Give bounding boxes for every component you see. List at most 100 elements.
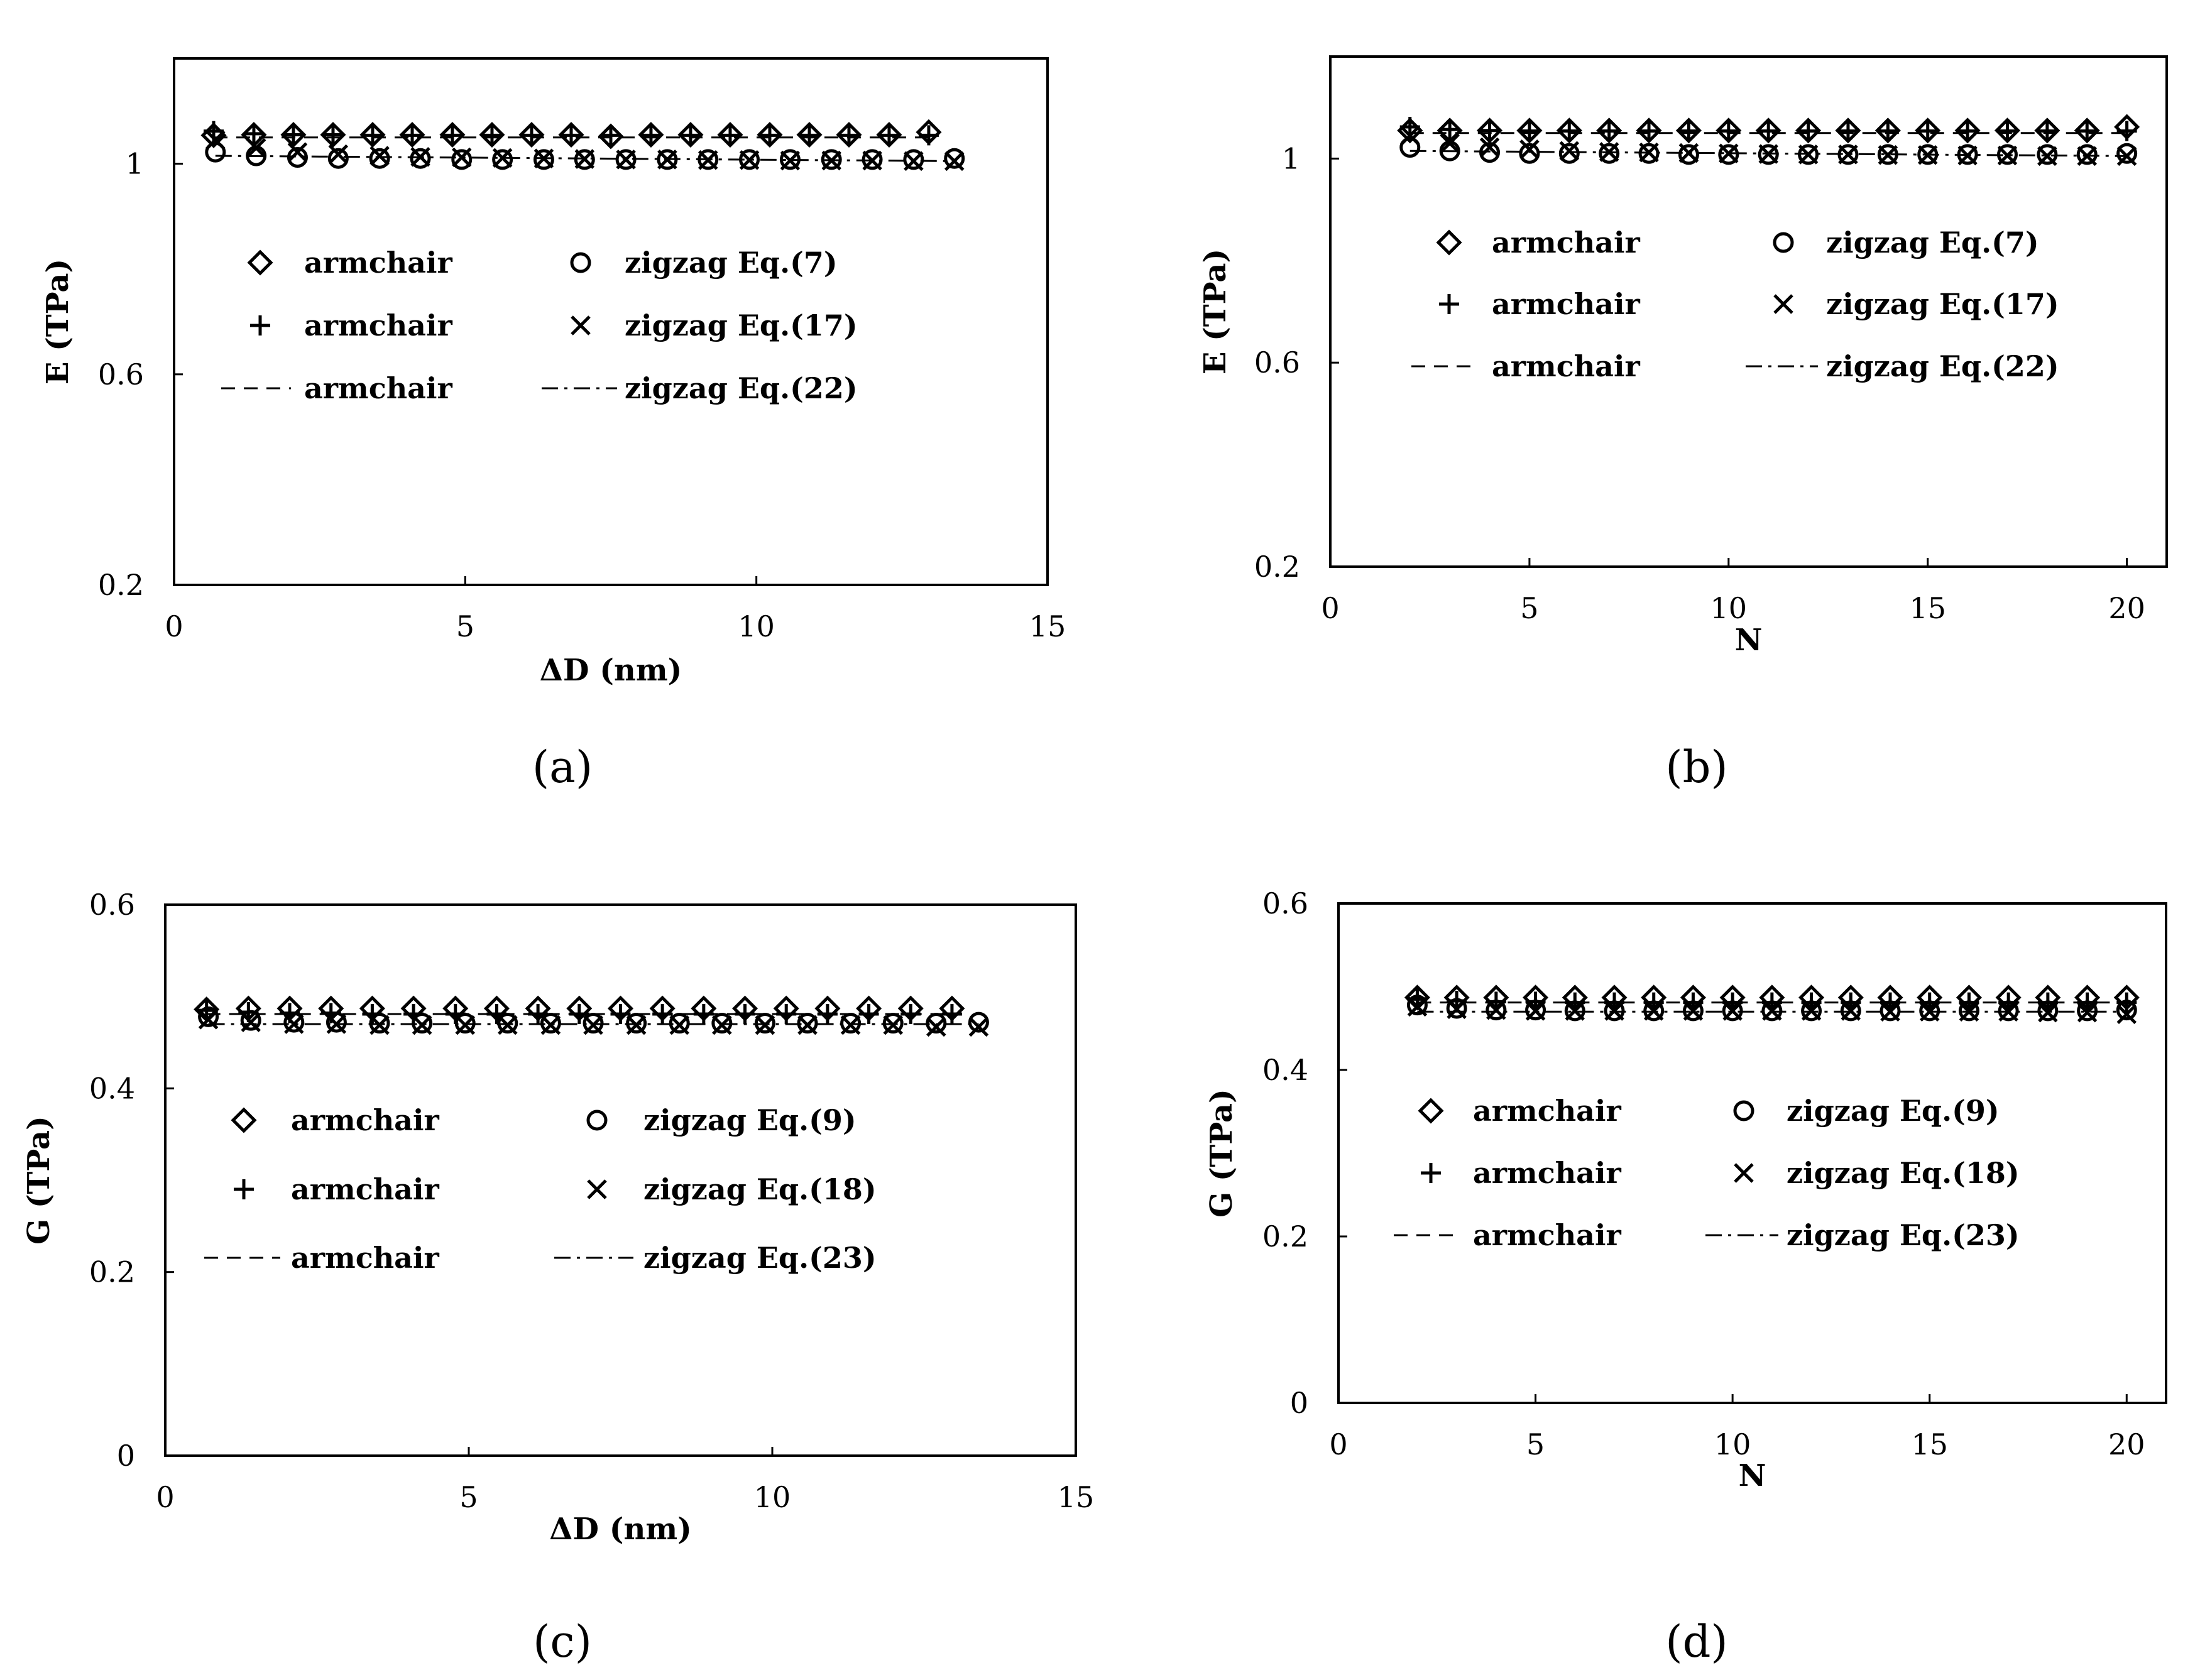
legend-marker-diamond bbox=[247, 249, 273, 276]
data-point-plus bbox=[680, 125, 701, 146]
y-axis-label: E (TPa) bbox=[40, 259, 75, 385]
data-point-plus bbox=[839, 125, 860, 146]
x-tick-label: 10 bbox=[1714, 1427, 1751, 1461]
data-point-plus bbox=[283, 124, 304, 145]
legend-label: zigzag Eq.(7) bbox=[625, 246, 838, 280]
data-point-plus bbox=[2116, 121, 2137, 141]
data-point-x bbox=[1722, 1001, 1743, 1021]
x-tick-label: 10 bbox=[1710, 591, 1748, 625]
legend-marker-plus bbox=[1421, 1163, 1441, 1183]
data-point-x bbox=[328, 144, 349, 165]
series-3 bbox=[204, 121, 939, 146]
x-tick-label: 20 bbox=[2108, 591, 2145, 625]
data-point-plus bbox=[1440, 119, 1460, 140]
data-point-circle bbox=[574, 149, 595, 170]
data-point-x bbox=[287, 142, 308, 162]
data-point-plus bbox=[362, 125, 383, 146]
data-point-x bbox=[616, 150, 636, 170]
legend-label: zigzag Eq.(18) bbox=[1787, 1156, 2020, 1190]
data-point-x bbox=[968, 1017, 989, 1037]
legend-marker-plus bbox=[250, 315, 270, 335]
data-point-circle bbox=[327, 148, 349, 169]
x-tick-label: 10 bbox=[754, 1480, 791, 1514]
y-tick-label: 0 bbox=[1290, 1386, 1308, 1420]
panel-label: (b) bbox=[1665, 741, 1727, 793]
data-point-plus bbox=[1678, 121, 1699, 141]
y-tick-label: 0.6 bbox=[89, 888, 135, 922]
data-point-plus bbox=[521, 125, 542, 146]
data-point-diamond bbox=[1516, 117, 1543, 144]
data-point-diamond bbox=[2034, 117, 2060, 144]
legend-label: zigzag Eq.(23) bbox=[1787, 1218, 2020, 1252]
data-point-plus bbox=[1837, 121, 1858, 141]
data-point-x bbox=[1678, 143, 1699, 163]
data-point-plus bbox=[1639, 121, 1660, 141]
y-tick-label: 0.6 bbox=[1262, 886, 1308, 920]
data-point-circle bbox=[2076, 144, 2098, 165]
y-axis-label: E (TPa) bbox=[1198, 249, 1233, 374]
data-point-x bbox=[205, 130, 226, 150]
plot-area-frame bbox=[173, 57, 1049, 586]
data-point-plus bbox=[1519, 121, 1540, 141]
series-4 bbox=[1399, 126, 2137, 166]
y-tick-label: 0.4 bbox=[1262, 1053, 1308, 1087]
data-point-plus bbox=[1718, 121, 1739, 141]
data-point-plus bbox=[561, 125, 581, 146]
legend-label: zigzag Eq.(23) bbox=[643, 1241, 877, 1275]
data-point-circle bbox=[410, 148, 431, 169]
plot-area-frame bbox=[1337, 902, 2167, 1404]
data-point-diamond bbox=[320, 121, 346, 148]
data-point-diamond bbox=[2074, 117, 2100, 144]
data-point-x bbox=[326, 1014, 347, 1034]
data-point-diamond bbox=[1994, 117, 2021, 144]
data-point-circle bbox=[2116, 143, 2138, 164]
data-point-x bbox=[2038, 1002, 2058, 1023]
data-point-diamond bbox=[1476, 117, 1503, 144]
data-point-plus bbox=[1917, 121, 1938, 141]
x-axis-label: N bbox=[1735, 623, 1763, 658]
data-point-plus bbox=[1758, 121, 1779, 141]
legend-label: armchair bbox=[1473, 1156, 1621, 1190]
legend-label: zigzag Eq.(7) bbox=[1826, 226, 2039, 259]
data-point-x bbox=[412, 1015, 432, 1035]
data-point-plus bbox=[1878, 121, 1898, 141]
x-axis-label: ΔD (nm) bbox=[549, 1512, 692, 1547]
legend-label: armchair bbox=[1473, 1218, 1621, 1252]
data-point-x bbox=[1559, 141, 1580, 161]
data-point-x bbox=[1919, 1001, 1940, 1022]
data-point-diamond bbox=[1675, 117, 1702, 144]
data-point-diamond bbox=[876, 121, 902, 148]
x-tick-label: 0 bbox=[1329, 1427, 1347, 1461]
data-point-circle bbox=[492, 149, 513, 170]
series-3 bbox=[1399, 117, 2137, 141]
y-tick-label: 0.2 bbox=[98, 568, 144, 602]
y-tick-label: 0.6 bbox=[1254, 346, 1300, 379]
legend-marker-diamond bbox=[1418, 1098, 1444, 1124]
x-tick-label: 0 bbox=[1321, 591, 1339, 625]
x-tick-label: 5 bbox=[456, 609, 474, 643]
data-point-circle bbox=[198, 1006, 219, 1027]
data-point-plus bbox=[941, 1003, 962, 1024]
data-point-circle bbox=[1758, 144, 1779, 165]
legend-label: zigzag Eq.(17) bbox=[625, 308, 858, 342]
data-point-x bbox=[2116, 1004, 2137, 1024]
legend-label: armchair bbox=[304, 246, 452, 280]
data-point-plus bbox=[1479, 120, 1500, 141]
legend-marker-circle bbox=[586, 1110, 608, 1131]
x-tick-label: 15 bbox=[1029, 609, 1066, 643]
data-point-x bbox=[1878, 145, 1898, 165]
data-point-diamond bbox=[677, 121, 704, 148]
y-tick-label: 0.2 bbox=[1262, 1219, 1308, 1253]
data-point-plus bbox=[1957, 121, 1978, 141]
y-tick-label: 1 bbox=[126, 147, 144, 181]
data-point-diamond bbox=[1755, 117, 1781, 144]
data-point-plus bbox=[799, 125, 819, 146]
data-point-x bbox=[797, 1015, 818, 1035]
legend-label: armchair bbox=[291, 1172, 439, 1206]
data-point-plus bbox=[481, 125, 502, 146]
data-point-circle bbox=[944, 148, 965, 169]
